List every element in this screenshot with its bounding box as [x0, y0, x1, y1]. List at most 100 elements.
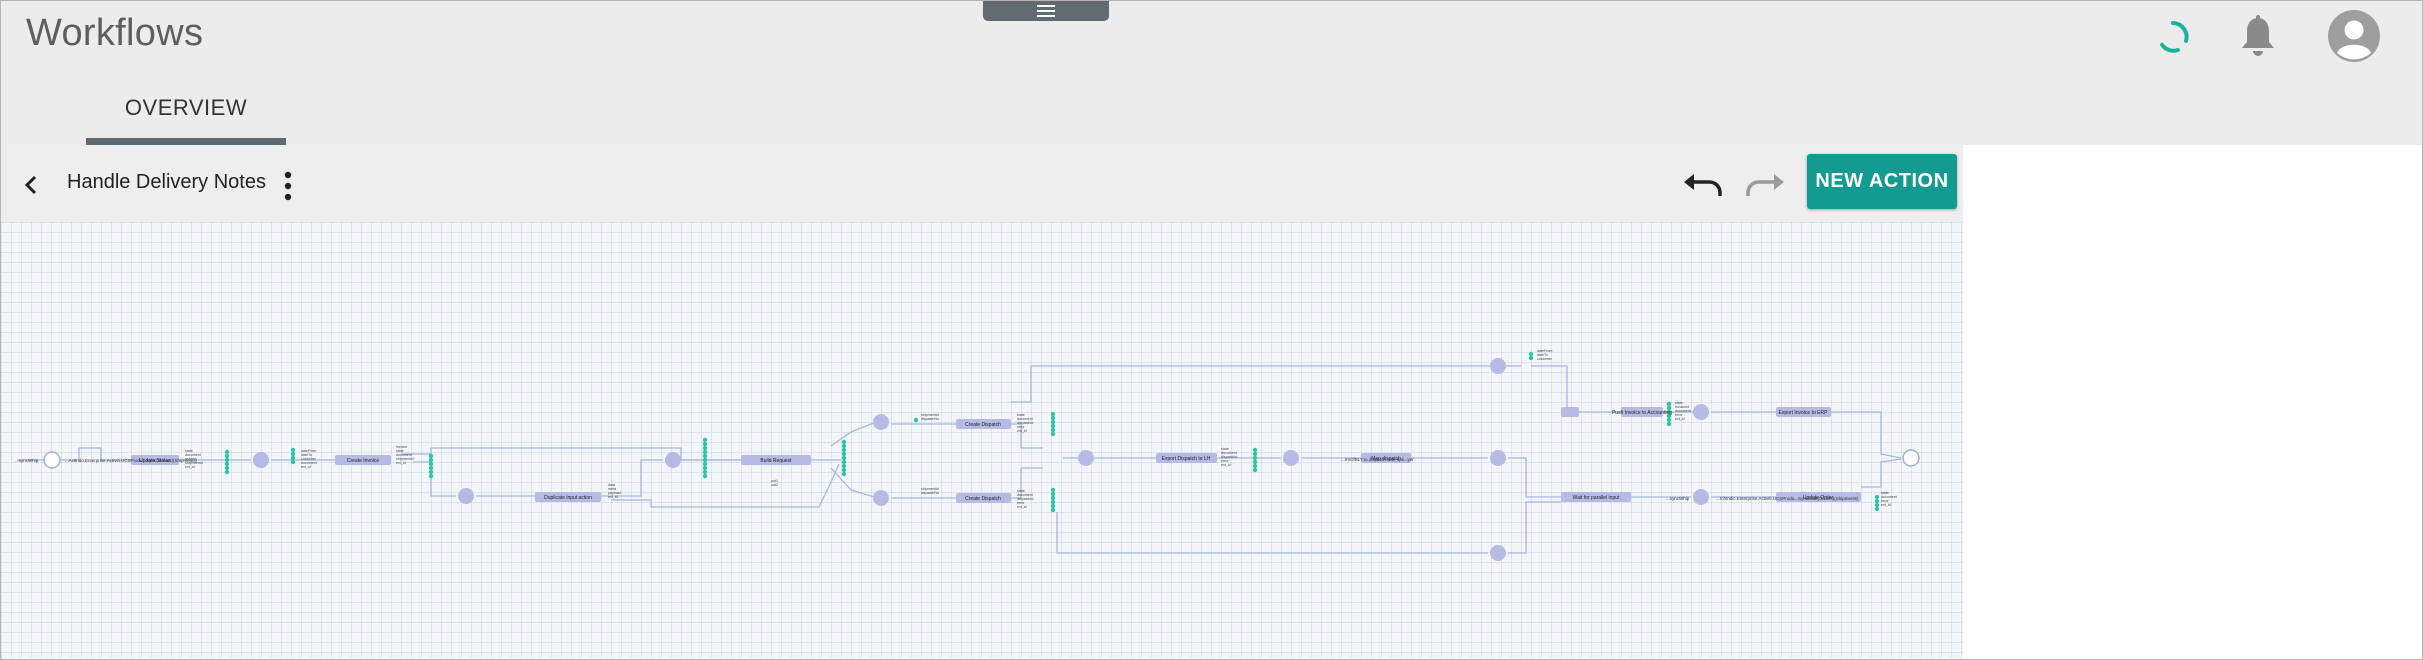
node-label: Export Dispatch to LH [1162, 456, 1211, 462]
workflow-gateway[interactable] [1693, 404, 1709, 420]
workflow-edge-label: ...rmOfBLT to dispatch note spli...yer [1341, 457, 1414, 462]
menu-icon [1037, 5, 1055, 17]
menu-toggle-button[interactable] [983, 1, 1109, 21]
node-label: Duplicate input action [544, 495, 592, 501]
svg-text:customer: customer [301, 457, 317, 461]
svg-text:shipmentId: shipmentId [185, 461, 203, 465]
chevron-left-icon[interactable] [21, 171, 41, 199]
node-label: Update Status [139, 458, 171, 464]
svg-text:error: error [1017, 425, 1025, 429]
svg-text:error: error [1221, 459, 1229, 463]
svg-text:document: document [1675, 409, 1691, 413]
svg-text:ext_id: ext_id [1881, 503, 1891, 507]
workflow-node[interactable] [1776, 407, 1831, 417]
workflow-node[interactable] [1561, 492, 1631, 502]
svg-text:dateTo: dateTo [1537, 353, 1548, 357]
details-panel [1963, 145, 2422, 659]
loading-spinner-icon [2157, 21, 2189, 53]
bell-icon[interactable] [2239, 15, 2277, 57]
workflow-node[interactable] [956, 493, 1011, 503]
svg-text:out2: out2 [771, 483, 778, 487]
workflow-gateway[interactable] [665, 452, 681, 468]
workflow-gateway[interactable] [253, 452, 269, 468]
workflow-node[interactable] [1621, 407, 1663, 417]
workflow-gateway[interactable] [1078, 450, 1094, 466]
user-avatar-icon[interactable] [2327, 9, 2381, 63]
workflow-title: Handle Delivery Notes [67, 171, 266, 193]
workflow-gateway[interactable] [1490, 545, 1506, 561]
svg-text:shipmentId: shipmentId [921, 413, 939, 417]
node-label: Create Dispatch [965, 422, 1001, 428]
svg-text:out1: out1 [771, 479, 778, 483]
node-label: Push Invoice to Accounting [1612, 410, 1672, 416]
workflow-start-label: ...syncWhip [15, 458, 39, 463]
workflow-gateway[interactable] [873, 414, 889, 430]
workflow-gateway[interactable] [458, 488, 474, 504]
svg-text:invoiceId: invoiceId [1675, 405, 1689, 409]
svg-text:state: state [1881, 491, 1889, 495]
app-title: Workflows [26, 12, 204, 54]
svg-text:document: document [396, 453, 412, 457]
node-label: Update Order [1803, 495, 1834, 501]
workflow-node[interactable] [956, 419, 1011, 429]
svg-text:ext_id: ext_id [185, 465, 195, 469]
workflow-node[interactable] [1156, 453, 1217, 463]
workflow-gateway[interactable] [1490, 450, 1506, 466]
svg-text:document: document [301, 461, 317, 465]
more-vert-icon[interactable] [281, 169, 295, 203]
svg-text:dispatchNo: dispatchNo [921, 491, 939, 495]
svg-text:document: document [1017, 493, 1033, 497]
svg-text:dateTo: dateTo [301, 453, 312, 457]
new-action-button[interactable]: NEW ACTION [1807, 154, 1957, 209]
workflow-node[interactable] [1561, 407, 1579, 417]
workflow-node[interactable] [535, 492, 601, 502]
workflow-gateway[interactable] [1693, 489, 1709, 505]
svg-text:dateFrom: dateFrom [1537, 349, 1552, 353]
svg-text:dispatchId: dispatchId [1017, 421, 1033, 425]
svg-text:shipmentId: shipmentId [921, 487, 939, 491]
svg-text:meta: meta [608, 487, 616, 491]
workflow-node[interactable] [1776, 492, 1861, 502]
workflow-end-event[interactable] [1902, 449, 1920, 467]
tab-overview-label: OVERVIEW [124, 95, 248, 120]
workflow-node[interactable] [741, 455, 811, 465]
svg-text:invoice: invoice [396, 445, 407, 449]
svg-text:state: state [1221, 447, 1229, 451]
workflow-gateway[interactable] [873, 490, 889, 506]
svg-text:error: error [1017, 501, 1025, 505]
svg-text:orderId: orderId [185, 457, 196, 461]
redo-icon[interactable] [1745, 169, 1787, 203]
svg-text:dateFrom: dateFrom [301, 449, 316, 453]
undo-icon[interactable] [1681, 169, 1723, 203]
workflow-toolbar: Handle Delivery Notes NEW ACTION [1, 145, 1963, 222]
svg-text:document: document [1881, 495, 1897, 499]
node-label: Map dispatch [1371, 456, 1401, 462]
svg-text:ext_id: ext_id [396, 461, 406, 465]
svg-text:dispatchId: dispatchId [1221, 455, 1237, 459]
svg-text:ext_id: ext_id [301, 465, 311, 469]
workflow-end-label: ...rchIndic.Enterprise.Activiti.UCSProdu… [1716, 496, 1859, 501]
workflow-edge-label: ...syncWhip [1666, 496, 1690, 501]
app-header: Workflows [1, 1, 2422, 81]
node-label: Create Dispatch [965, 496, 1001, 502]
workflow-gateway[interactable] [1490, 358, 1506, 374]
svg-text:ext_id: ext_id [1017, 429, 1027, 433]
svg-text:state: state [1017, 489, 1025, 493]
workflow-node[interactable] [131, 455, 179, 465]
svg-text:document: document [1221, 451, 1237, 455]
workflow-node[interactable] [1361, 453, 1411, 463]
svg-text:dispatchId: dispatchId [1017, 497, 1033, 501]
svg-text:shipmentId: shipmentId [396, 457, 414, 461]
workflow-node[interactable] [335, 455, 391, 465]
workflow-gateway[interactable] [1283, 450, 1299, 466]
svg-text:state: state [1017, 413, 1025, 417]
active-tab-indicator [86, 138, 286, 145]
node-label: Export Invoice to ERP [1779, 410, 1829, 416]
svg-text:error: error [1881, 499, 1889, 503]
svg-text:data: data [608, 483, 615, 487]
svg-text:state: state [396, 449, 404, 453]
svg-text:document: document [1017, 417, 1033, 421]
workflow-start-event[interactable] [43, 451, 61, 469]
tab-overview[interactable]: OVERVIEW [86, 81, 286, 145]
